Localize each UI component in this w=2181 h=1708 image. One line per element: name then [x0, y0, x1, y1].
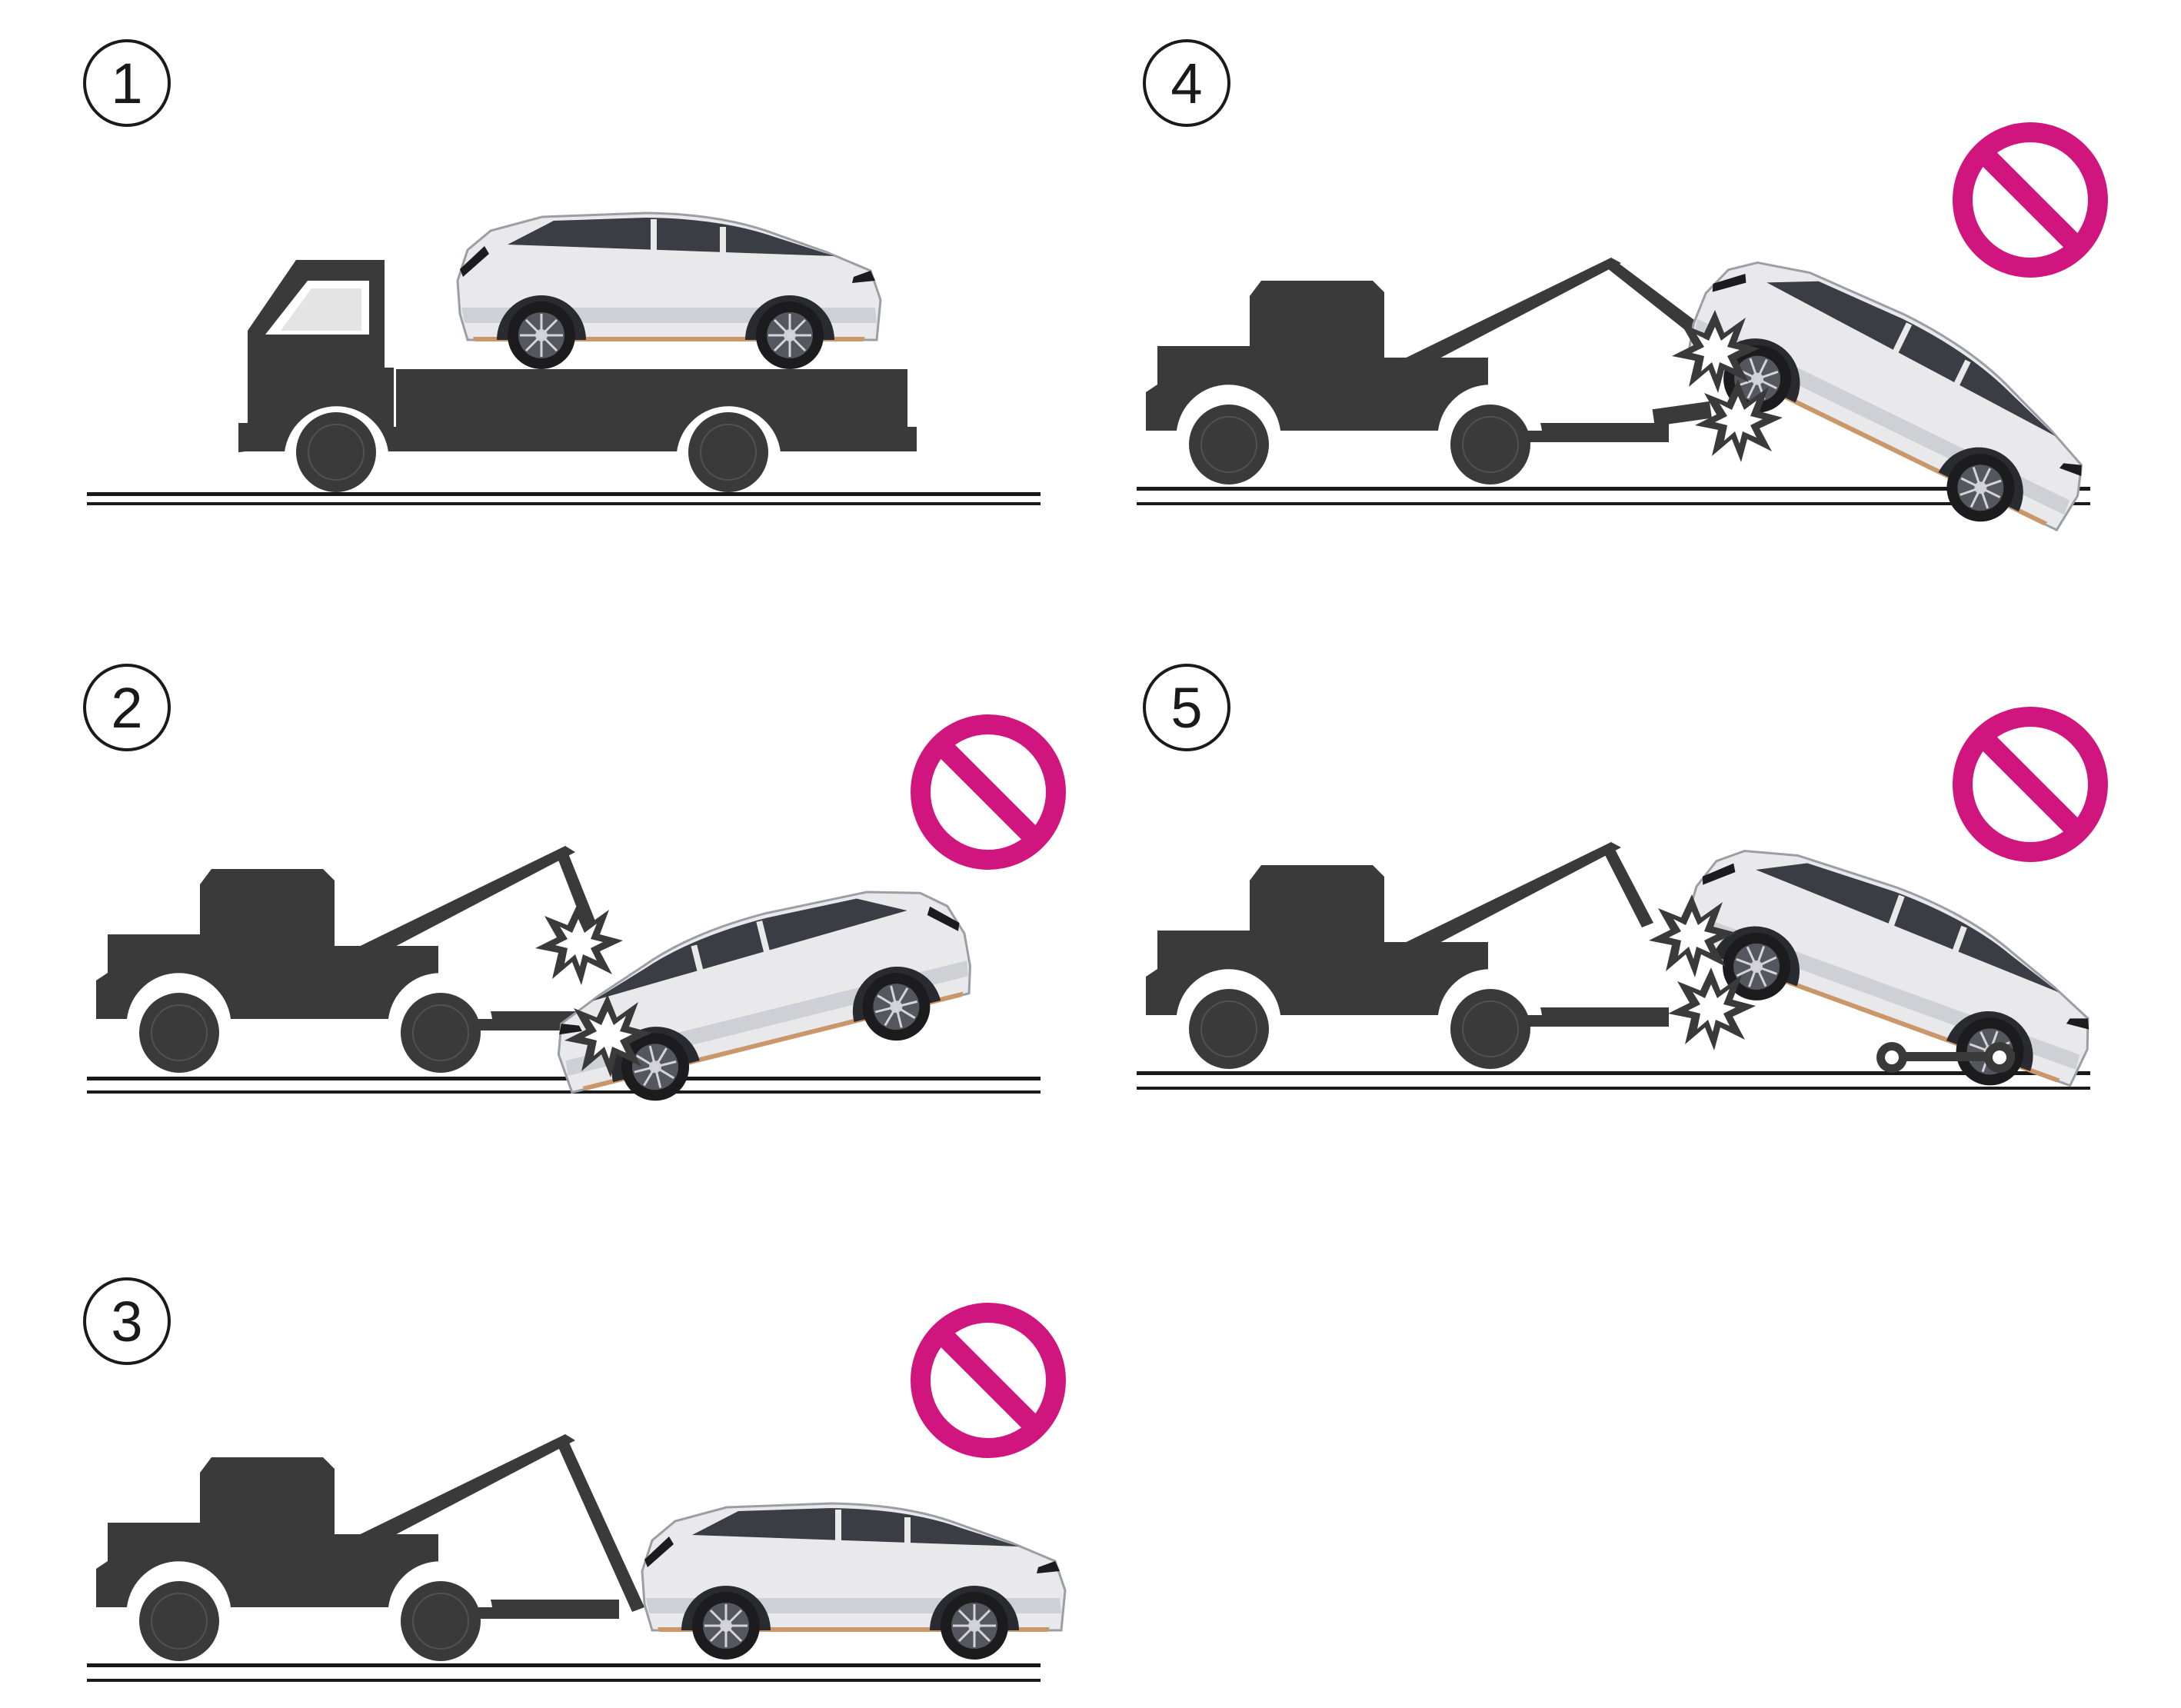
flatbed-truck — [238, 260, 917, 493]
dolly — [1876, 1042, 2015, 1073]
panel-number-4: 4 — [1143, 39, 1230, 127]
car-on-flatbed — [458, 213, 881, 369]
prohibition-icon — [1963, 717, 2098, 852]
svg-text:5: 5 — [1170, 676, 1202, 740]
tow-truck — [1146, 842, 1669, 1069]
car-towed-front-sling — [642, 1503, 1065, 1660]
panel-number-1: 1 — [83, 39, 171, 127]
ground-line — [1137, 487, 2090, 505]
panel-number-5: 5 — [1143, 664, 1230, 751]
svg-text:1: 1 — [111, 52, 142, 115]
ground-line — [87, 492, 1041, 505]
panel-number-3: 3 — [83, 1277, 171, 1365]
prohibition-icon — [921, 724, 1056, 860]
tow-truck — [96, 846, 619, 1073]
ground-line — [1137, 1071, 2090, 1090]
tow-truck — [1146, 258, 1712, 484]
svg-text:2: 2 — [111, 676, 142, 740]
panel-number-2: 2 — [83, 664, 171, 751]
panel-5: 5 — [1137, 664, 2117, 1114]
panel-3: 3 — [83, 1277, 1065, 1682]
prohibition-icon — [1963, 132, 2098, 268]
panel-2: 2 — [83, 664, 1056, 1122]
tow-truck — [96, 1434, 644, 1661]
panel-4: 4 — [1137, 39, 2116, 558]
car-lifted-rear — [538, 868, 986, 1122]
prohibition-icon — [921, 1313, 1056, 1448]
ground-line — [87, 1663, 1041, 1682]
panel-1: 1 — [83, 39, 1041, 505]
svg-text:4: 4 — [1170, 52, 1202, 115]
ground-line — [87, 1077, 1041, 1094]
svg-text:3: 3 — [111, 1290, 142, 1353]
